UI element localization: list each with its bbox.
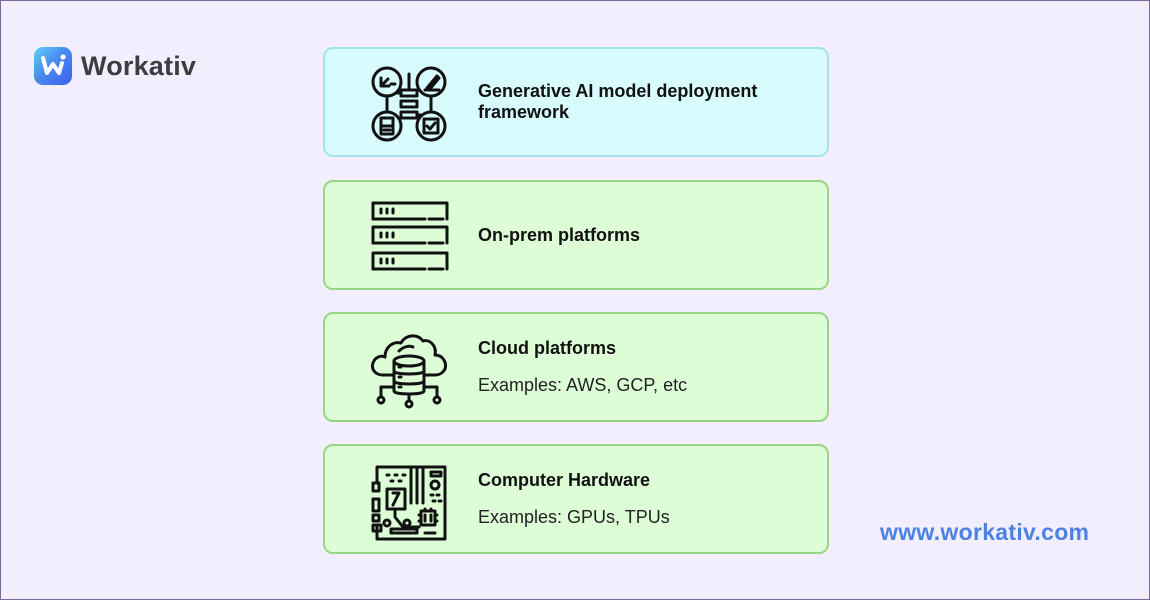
- card-deployment-framework: Generative AI model deployment framework: [323, 47, 829, 157]
- card-on-prem: On-prem platforms: [323, 180, 829, 290]
- motherboard-icon: [371, 465, 447, 541]
- brand-logo: Workativ: [34, 47, 196, 85]
- card-text: Cloud platforms Examples: AWS, GCP, etc: [478, 338, 687, 396]
- card-text: Computer Hardware Examples: GPUs, TPUs: [478, 470, 670, 528]
- card-subtitle: Examples: AWS, GCP, etc: [478, 375, 688, 395]
- workativ-logo-icon: [34, 47, 72, 85]
- card-cloud-platforms: Cloud platforms Examples: AWS, GCP, etc: [323, 312, 829, 422]
- card-text: On-prem platforms: [478, 225, 640, 246]
- workflow-diagram-icon: [371, 66, 447, 142]
- website-link[interactable]: www.workativ.com: [880, 519, 1090, 545]
- server-rack-icon: [371, 201, 449, 271]
- card-computer-hardware: Computer Hardware Examples: GPUs, TPUs: [323, 444, 829, 554]
- card-title: Computer Hardware: [478, 470, 651, 490]
- card-title: Cloud platforms: [478, 338, 616, 358]
- card-title: Generative AI model deployment framework: [478, 81, 758, 122]
- card-text: Generative AI model deployment framework: [478, 81, 798, 123]
- card-subtitle: Examples: GPUs, TPUs: [478, 507, 670, 527]
- brand-name: Workativ: [81, 50, 197, 81]
- cloud-database-icon: [371, 334, 447, 409]
- card-title: On-prem platforms: [478, 224, 641, 245]
